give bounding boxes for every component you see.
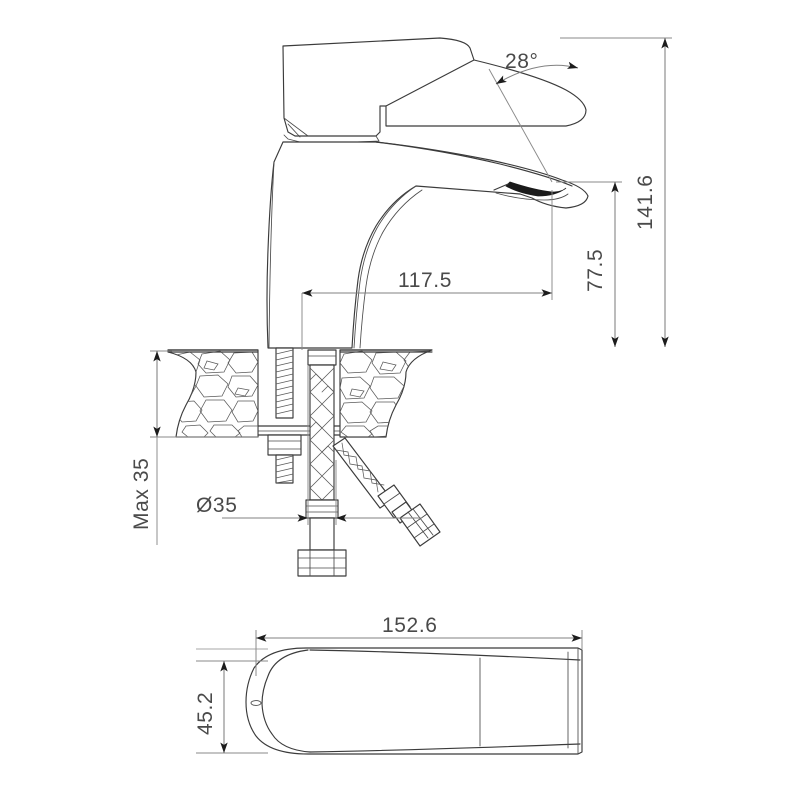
dim-angle-spout: 28° [488,50,579,183]
countertop-section-left [167,349,259,438]
supply-hose-vertical [297,349,347,577]
top-view [196,630,583,755]
dim-height-overall: 141.6 [560,37,672,347]
dim-value-hole-diameter: Ø35 [196,494,238,517]
dim-value-reach-spout: 117.5 [398,269,452,292]
side-elevation-dimensions: 28° 141.6 77.5 117.5 Max 35 [130,37,672,545]
top-view-dimensions: 152.6 45.2 [194,614,583,754]
faucet-body-side [266,141,589,349]
dim-value-height-overall: 141.6 [634,174,657,230]
supply-hose-angled [332,437,441,547]
dim-value-width-top: 45.2 [194,692,217,735]
dim-value-angle-spout: 28° [505,50,539,73]
dim-value-height-spout: 77.5 [584,249,607,292]
mounting-hardware [250,347,362,484]
lever-handle-side [282,37,587,144]
dim-hole-diameter: Ø35 [196,365,422,525]
dim-reach-spout: 117.5 [301,190,553,350]
countertop-section-right [339,349,433,438]
braid-hatch-angled [335,442,385,493]
stud-thread-hatch [275,349,294,415]
dim-height-spout: 77.5 [556,181,622,347]
dim-width-top: 45.2 [194,660,268,754]
dim-counter-thickness: Max 35 [130,350,258,545]
dim-value-counter-thickness: Max 35 [130,458,153,530]
dim-length-top: 152.6 [255,614,583,676]
braid-hatch-vertical [309,367,335,501]
dim-value-length-top: 152.6 [382,614,438,637]
